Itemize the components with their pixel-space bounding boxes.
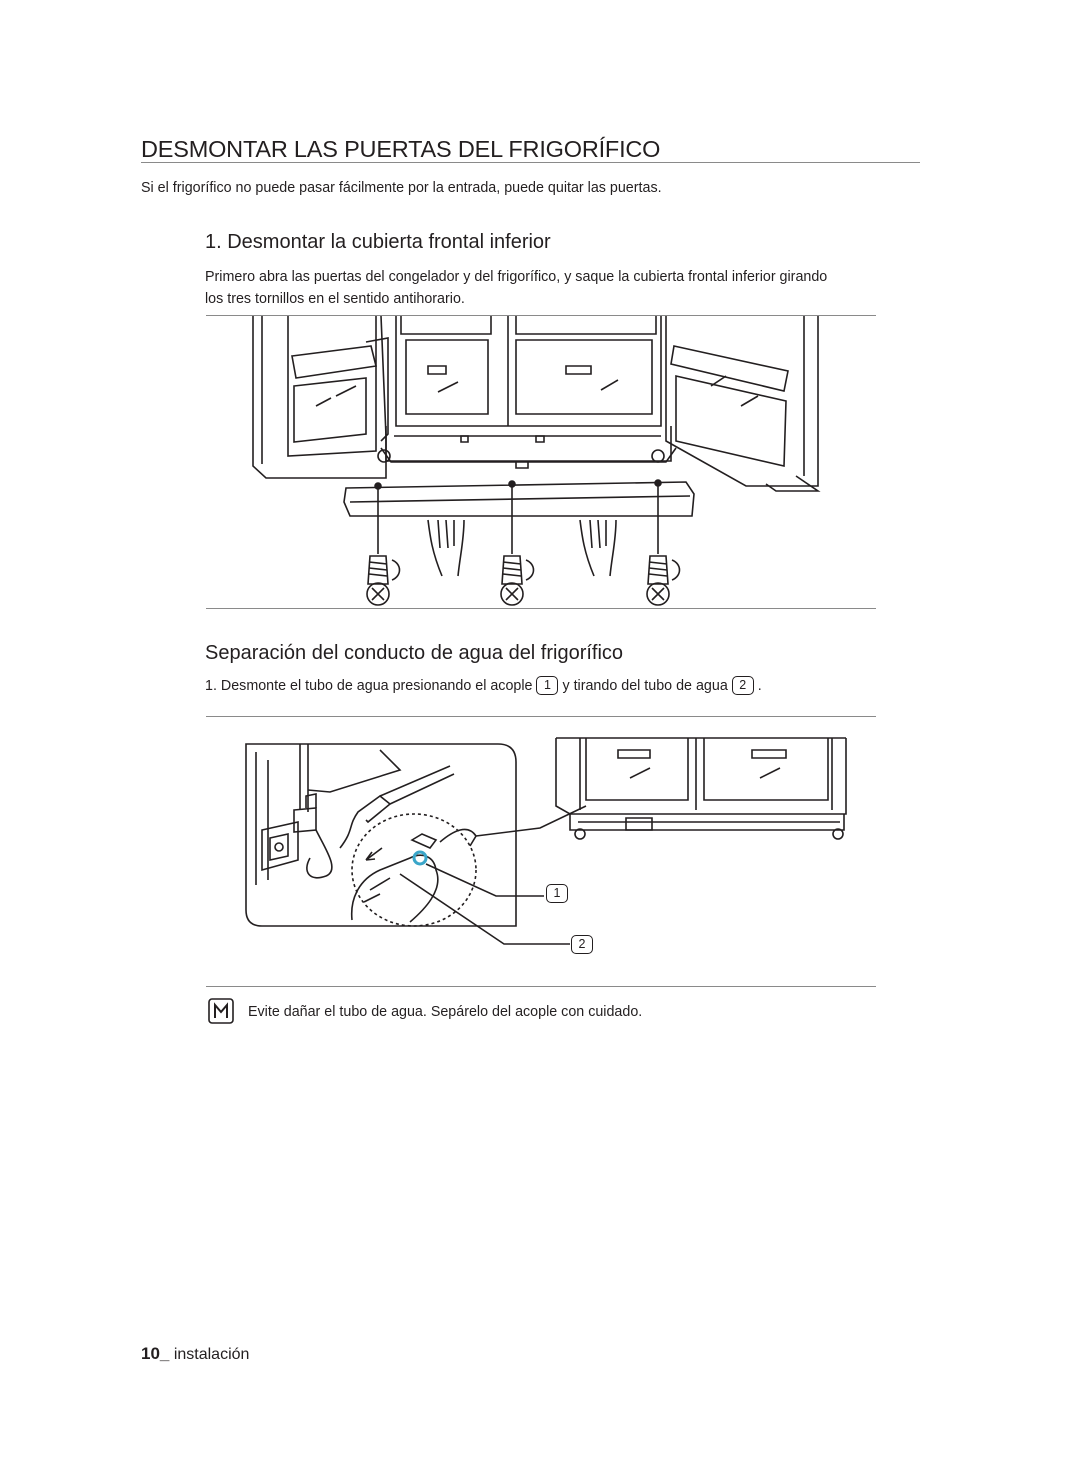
section2-step: 1. Desmonte el tubo de agua presionando … — [205, 675, 762, 697]
figure2-bottom-rule — [206, 986, 876, 987]
figure-water-tube-separation — [245, 737, 847, 945]
step-badge-1: 1 — [536, 676, 559, 695]
note-icon — [208, 998, 234, 1024]
title-rule — [141, 162, 920, 163]
lower-cover-illustration — [343, 479, 695, 554]
page-number: 10_ — [141, 1344, 170, 1363]
footer-section: instalación — [173, 1346, 250, 1363]
section2-step-end: . — [757, 678, 762, 694]
right-door-illustration — [665, 316, 821, 492]
double-arrow — [365, 847, 383, 861]
callout-line-2 — [399, 873, 570, 945]
step-badge-2: 2 — [731, 676, 754, 695]
section1-body-line1: Primero abra las puertas del congelador … — [205, 269, 828, 285]
section1-body: Primero abra las puertas del congelador … — [205, 266, 925, 310]
section2-heading: Separación del conducto de agua del frig… — [205, 642, 624, 664]
detail-panel-frame — [245, 743, 517, 927]
callout-label-2: 2 — [571, 935, 593, 954]
section1-body-line2: los tres tornillos en el sentido antihor… — [205, 291, 465, 307]
intro-text: Si el frigorífico no puede pasar fácilme… — [141, 180, 662, 196]
figure-front-cover-removal — [252, 315, 821, 606]
callout-label-1: 1 — [546, 884, 568, 903]
figure2-top-rule — [206, 716, 876, 717]
figure1-bottom-rule — [206, 608, 876, 609]
page-title: DESMONTAR LAS PUERTAS DEL FRIGORÍFICO — [141, 136, 661, 162]
section2-step-text: 1. Desmonte el tubo de agua presionando … — [205, 678, 533, 694]
screw-illustrations — [366, 555, 681, 606]
note-text: Evite dañar el tubo de agua. Sepárelo de… — [248, 1004, 643, 1020]
callout-line-1 — [425, 863, 544, 897]
figure1-top-rule — [206, 315, 876, 316]
page-footer: 10_ instalación — [141, 1344, 249, 1364]
magnifier-circle — [351, 813, 477, 927]
hand-illustrations — [427, 519, 617, 577]
coupler-highlight — [412, 850, 428, 866]
fridge-bottom-illustration — [555, 737, 847, 840]
left-door-illustration — [252, 315, 389, 479]
center-cabinet-illustration — [377, 316, 677, 469]
section2-step-middle: y tirando del tubo de agua — [562, 678, 728, 694]
detail-panel-illustration — [255, 744, 477, 923]
section1-heading: 1. Desmontar la cubierta frontal inferio… — [205, 231, 551, 253]
